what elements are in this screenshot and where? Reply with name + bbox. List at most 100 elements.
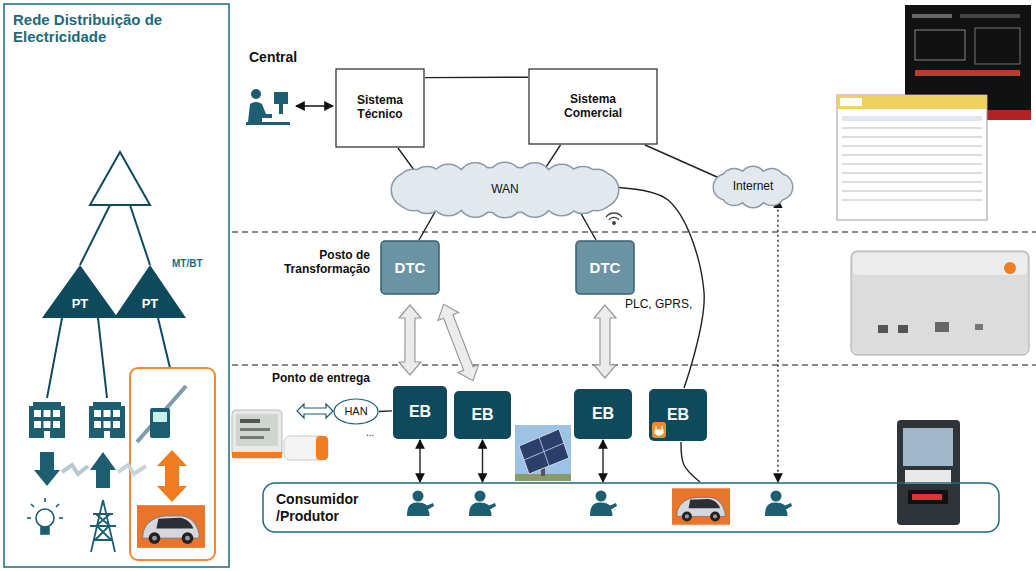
person-icon	[407, 491, 792, 517]
box-outline	[263, 483, 999, 532]
building-icon	[29, 402, 125, 438]
double-arrow-connector	[399, 305, 421, 375]
energy-flow-arrow	[62, 465, 88, 474]
connector-line	[379, 410, 392, 412]
network-cloud: Internet	[714, 167, 792, 207]
meter-photo	[905, 470, 951, 484]
ellipse-outline	[334, 399, 378, 424]
person-icon	[469, 491, 496, 517]
connector-line	[602, 440, 603, 482]
electric-car	[672, 488, 730, 524]
weather-station	[236, 414, 278, 446]
box-outline	[454, 391, 511, 439]
weather-station	[240, 419, 260, 423]
dtc-box: DTC	[380, 240, 440, 295]
software-screenshots	[842, 146, 982, 147]
smartbox-device	[935, 322, 949, 332]
triangle-outline	[42, 265, 118, 318]
box-outline	[649, 389, 707, 441]
software-screenshots	[837, 95, 987, 220]
text-group: Internet	[733, 180, 774, 194]
smartbox-device	[853, 253, 1027, 275]
cloud-core	[409, 168, 602, 212]
lightbulb-icon	[27, 498, 63, 534]
cloud-core	[726, 171, 779, 204]
box-outline	[574, 389, 632, 439]
lightbulb-icon	[56, 504, 59, 507]
lightbulb-icon	[36, 509, 54, 527]
connector-line	[645, 145, 722, 179]
wireless-icon	[609, 217, 619, 220]
text-group: PT	[142, 297, 159, 312]
energy-flow-arrow	[90, 452, 116, 488]
person-icon	[590, 491, 617, 517]
text-group: Sistema Técnico	[344, 94, 416, 122]
software-screenshots	[842, 128, 982, 129]
protocol-label: PLC, GPRS,	[625, 298, 692, 312]
node-text: EB	[409, 403, 431, 421]
node-text: DTC	[590, 259, 621, 276]
ellipsis-label: ...	[366, 427, 374, 439]
node-text: PT	[72, 297, 89, 312]
energy-flow-arrow	[118, 465, 146, 474]
weather-station	[284, 436, 328, 460]
system-box: Sistema Técnico	[335, 68, 425, 148]
eb-box: EB	[573, 388, 633, 440]
operator-icon	[246, 122, 290, 125]
text-group: Sistema Comercial	[553, 93, 633, 121]
electric-car	[137, 505, 205, 548]
smartbox-device	[898, 325, 908, 333]
smartbox-device	[851, 251, 1029, 355]
grid-hierarchy	[158, 318, 170, 368]
text-group: DTC	[395, 259, 426, 276]
lightbulb-icon	[31, 504, 34, 507]
prosumer-frame	[130, 368, 215, 560]
section-label: Ponto de entrega	[272, 372, 370, 386]
dtc-box: DTC	[575, 240, 635, 295]
cloud-outline	[392, 163, 618, 217]
box-outline	[529, 69, 657, 144]
pylon-icon	[90, 500, 116, 552]
software-screenshots	[842, 137, 982, 138]
region-panel: Rede Distribuição de ElectricidadePTPT	[3, 3, 230, 568]
text-group: EB	[592, 405, 614, 423]
node-text: Internet	[733, 180, 774, 194]
box-outline	[381, 241, 439, 294]
smartbox-device	[975, 324, 983, 330]
node-text: WAN	[491, 183, 519, 197]
connector-line	[419, 440, 420, 482]
energy-flow-arrow	[34, 450, 187, 502]
text-group: EB	[409, 403, 431, 421]
software-screenshots	[915, 70, 1020, 76]
text-group: WAN	[491, 183, 519, 197]
software-screenshots	[842, 182, 982, 183]
box-outline	[336, 69, 424, 147]
weather-station	[240, 436, 264, 439]
software-screenshots	[912, 14, 952, 18]
grid-hierarchy	[80, 205, 110, 265]
pt-triangle: PT	[114, 265, 186, 318]
cloud-core	[726, 171, 779, 204]
node-text: DTC	[395, 259, 426, 276]
grid-hierarchy	[130, 205, 150, 265]
prosumer-frame	[153, 412, 167, 422]
weather-station	[232, 410, 328, 460]
wireless-icon	[606, 213, 622, 217]
smartbox-device	[878, 325, 888, 333]
energy-flow-arrow	[157, 450, 187, 502]
node-text: Sistema Técnico	[344, 94, 416, 122]
eb-box: EB	[392, 385, 448, 440]
software-screenshots	[837, 5, 1031, 220]
grid-hierarchy	[47, 318, 62, 398]
text-group: Consumidor /Produtor	[276, 491, 376, 523]
network-cloud: WAN	[392, 163, 618, 217]
node-shape	[262, 482, 1000, 533]
software-screenshots	[842, 173, 982, 174]
software-screenshots	[842, 155, 982, 156]
plug-body	[652, 422, 666, 438]
consumer-band: Consumidor /Produtor	[262, 482, 1000, 533]
battery-plug-icon	[652, 422, 666, 438]
box-outline	[4, 4, 229, 567]
operator-icon	[274, 92, 288, 104]
node-text: HAN	[344, 405, 367, 418]
